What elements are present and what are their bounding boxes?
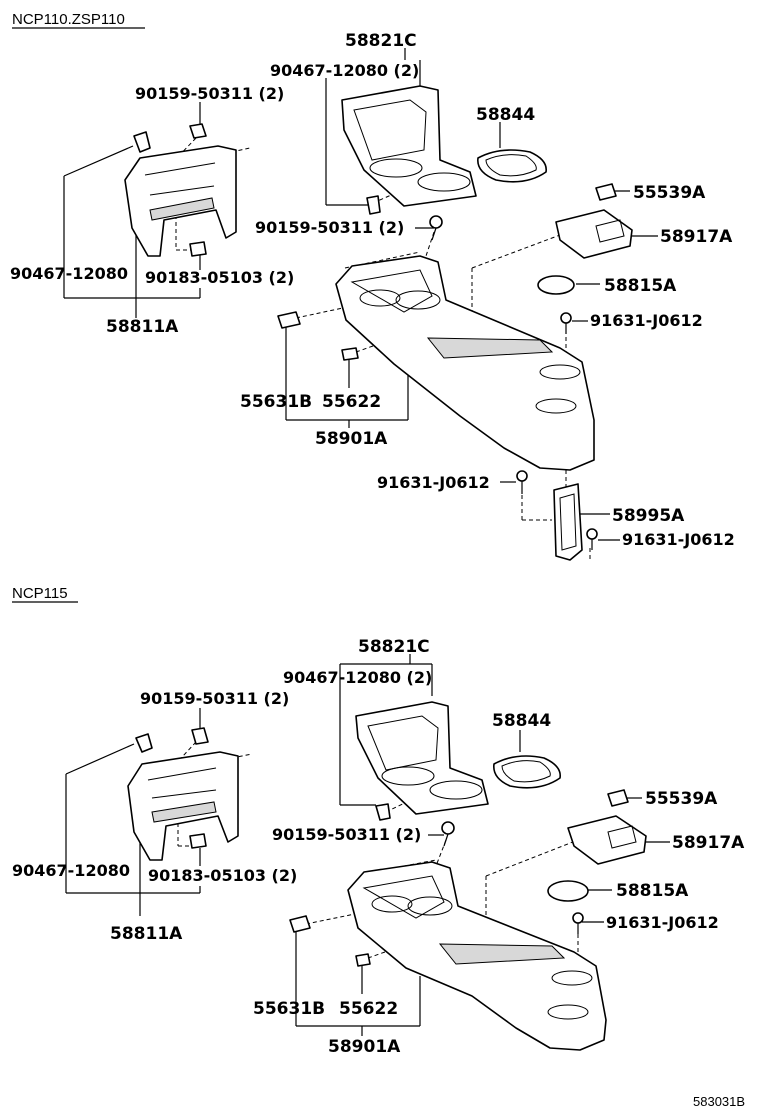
- cup-tray-58844: [477, 149, 547, 183]
- part-label-91631-j0612-c: 91631-J0612: [622, 530, 735, 549]
- part-label-90159-50311-mid: 90159-50311 (2): [272, 825, 421, 844]
- part-label-58901a: 58901A: [328, 1037, 401, 1057]
- part-label-55631b: 55631B: [240, 392, 312, 412]
- part-label-58821c: 58821C: [358, 637, 430, 657]
- part-label-90467-12080: 90467-12080: [12, 861, 130, 880]
- part-label-55539a: 55539A: [633, 183, 706, 203]
- part-label-90183-05103: 90183-05103 (2): [148, 866, 297, 885]
- cup-tray-58844: [493, 755, 561, 789]
- part-label-90467-12080-2: 90467-12080 (2): [270, 61, 419, 80]
- part-label-58917a: 58917A: [660, 227, 733, 247]
- section-ncp115: NCP115 58821C 90467-12080 (2) 58844 9015…: [12, 585, 745, 1057]
- part-label-55622: 55622: [339, 999, 398, 1019]
- leader-lines: [65, 654, 670, 1036]
- part-label-58844: 58844: [476, 105, 535, 125]
- console-body-58901a: [347, 861, 607, 1051]
- fasteners: [277, 195, 598, 550]
- part-label-90159-50311-mid: 90159-50311 (2): [255, 218, 404, 237]
- bracket-58995a: [553, 483, 583, 561]
- upper-panel-58821c: [355, 701, 489, 815]
- part-label-58815a: 58815A: [604, 276, 677, 296]
- part-label-91631-j0612-a: 91631-J0612: [606, 913, 719, 932]
- part-label-90183-05103: 90183-05103 (2): [145, 268, 294, 287]
- part-label-58815a: 58815A: [616, 881, 689, 901]
- upper-panel-58821c: [341, 85, 477, 207]
- part-label-58995a: 58995A: [612, 506, 685, 526]
- part-label-55539a: 55539A: [645, 789, 718, 809]
- part-label-58811a: 58811A: [106, 317, 179, 337]
- part-label-58811a: 58811A: [110, 924, 183, 944]
- section-title: NCP110.ZSP110: [12, 11, 125, 28]
- diagram-code: 583031B: [693, 1094, 745, 1109]
- leader-lines: [63, 48, 658, 541]
- shift-panel-58917a: [537, 183, 633, 295]
- part-label-91631-j0612-a: 91631-J0612: [590, 311, 703, 330]
- section-title: NCP115: [12, 585, 68, 602]
- fasteners: [289, 803, 584, 967]
- console-body-58901a: [335, 255, 595, 471]
- part-label-58901a: 58901A: [315, 429, 388, 449]
- part-label-90159-50311-top: 90159-50311 (2): [140, 689, 289, 708]
- side-panel-58811a: [127, 727, 239, 861]
- part-label-90467-12080-2: 90467-12080 (2): [283, 668, 432, 687]
- part-label-58917a: 58917A: [672, 833, 745, 853]
- part-label-55622: 55622: [322, 392, 381, 412]
- part-label-58821c: 58821C: [345, 31, 417, 51]
- part-label-58844: 58844: [492, 711, 551, 731]
- part-label-55631b: 55631B: [253, 999, 325, 1019]
- side-panel-58811a: [124, 123, 237, 257]
- section-ncp110-zsp110: NCP110.ZSP110 58821C 90467-12080 (2) 588…: [10, 11, 735, 562]
- part-label-90467-12080: 90467-12080: [10, 264, 128, 283]
- shift-panel-58917a: [547, 789, 647, 902]
- part-label-91631-j0612-b: 91631-J0612: [377, 473, 490, 492]
- part-label-90159-50311-top: 90159-50311 (2): [135, 84, 284, 103]
